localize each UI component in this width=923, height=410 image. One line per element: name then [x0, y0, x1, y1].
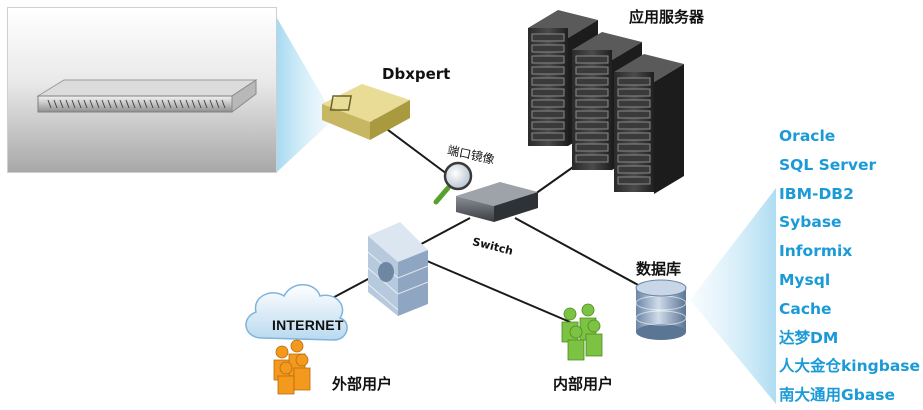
switch-icon	[456, 182, 538, 222]
database-type-item: SQL Server	[779, 155, 877, 174]
dbxpert-appliance-icon	[322, 84, 410, 140]
link-switch-database	[514, 217, 641, 287]
dbxpert-callout-wedge	[277, 18, 335, 172]
database-type-item: Cache	[779, 299, 832, 318]
internal-users-label: 内部用户	[553, 375, 614, 393]
database-label: 数据库	[636, 260, 682, 278]
database-type-item: Sybase	[779, 213, 842, 232]
firewall-icon	[367, 222, 429, 316]
database-callout-wedge	[690, 188, 776, 404]
appliance-photo	[7, 7, 277, 173]
rack-server-photo	[36, 79, 258, 113]
app-server-label: 应用服务器	[629, 8, 705, 26]
database-icon	[635, 279, 687, 340]
database-type-item: IBM-DB2	[779, 184, 854, 203]
external-users-label: 外部用户	[332, 375, 393, 393]
link-firewall-internal-users	[419, 257, 571, 323]
database-type-item: 人大金仓kingbase	[779, 357, 921, 376]
database-type-item: Oracle	[779, 127, 836, 145]
database-type-item: Informix	[779, 242, 853, 261]
internal-users-icon	[561, 303, 603, 361]
database-type-item: 南大通用Gbase	[779, 386, 896, 405]
magnifier-icon	[433, 161, 473, 205]
database-type-item: Mysql	[779, 270, 831, 289]
dbxpert-label: Dbxpert	[382, 65, 451, 83]
app-server-icon	[528, 10, 684, 194]
internet-label: INTERNET	[272, 317, 344, 333]
database-type-item: 达梦DM	[779, 328, 839, 347]
internet-cloud-icon	[245, 284, 348, 341]
external-users-icon	[273, 339, 311, 395]
